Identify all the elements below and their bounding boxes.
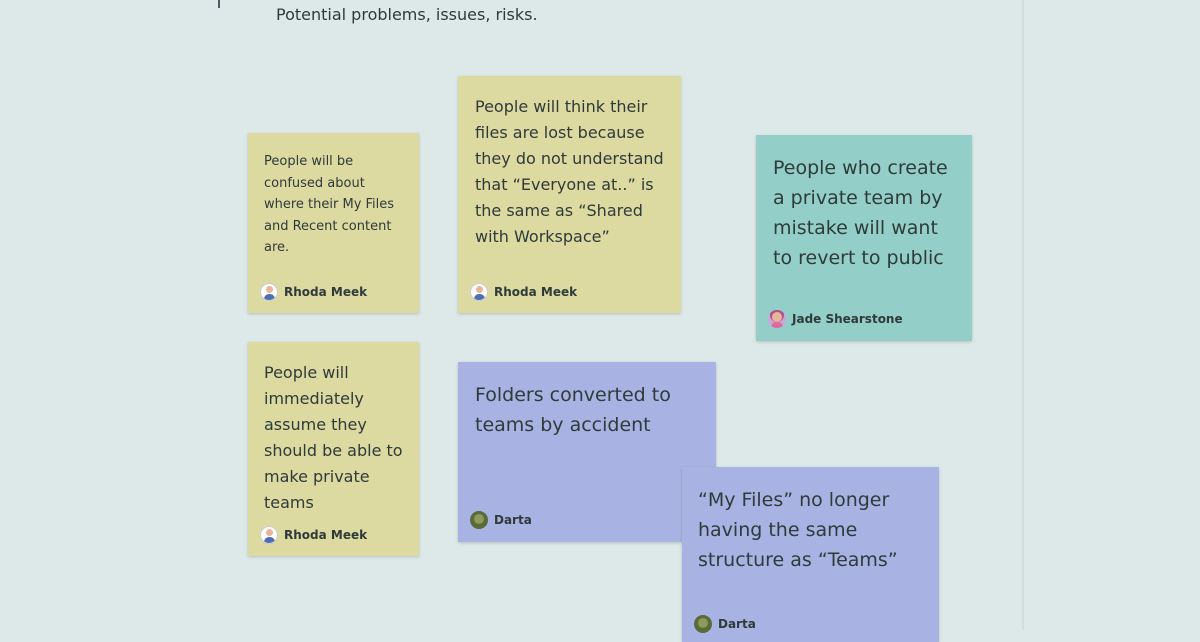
note-author: Jade Shearstone	[768, 310, 903, 328]
sticky-note[interactable]: “My Files” no longer having the same str…	[682, 467, 939, 642]
author-name: Darta	[494, 513, 532, 527]
note-author: Rhoda Meek	[470, 283, 577, 301]
sticky-note[interactable]: People will immediately assume they shou…	[248, 342, 419, 556]
sticky-note-text: People will think their files are lost b…	[475, 97, 664, 246]
author-name: Rhoda Meek	[494, 285, 578, 299]
sticky-note-text: People will be confused about where thei…	[264, 154, 395, 255]
note-author: Darta	[470, 511, 532, 529]
author-name: Jade Shearstone	[792, 312, 903, 326]
sticky-note[interactable]: People will think their files are lost b…	[458, 76, 681, 313]
avatar	[470, 283, 488, 301]
sticky-note[interactable]: People will be confused about where thei…	[248, 133, 419, 313]
sticky-note-text: People will immediately assume they shou…	[264, 363, 403, 512]
sticky-note-text: Folders converted to teams by accident	[475, 384, 671, 436]
author-name: Rhoda Meek	[284, 285, 368, 299]
section-subtitle: Potential problems, issues, risks.	[276, 5, 538, 24]
board-edge-marker	[218, 0, 220, 8]
note-author: Rhoda Meek	[260, 526, 367, 544]
avatar	[768, 310, 786, 328]
avatar	[260, 526, 278, 544]
author-name: Darta	[718, 617, 756, 631]
sticky-note-text: “My Files” no longer having the same str…	[698, 489, 898, 571]
avatar	[470, 511, 488, 529]
avatar	[694, 615, 712, 633]
note-author: Rhoda Meek	[260, 283, 367, 301]
sticky-note[interactable]: People who create a private team by mist…	[756, 135, 972, 341]
sticky-note[interactable]: Folders converted to teams by accident D…	[458, 362, 716, 542]
sticky-note-text: People who create a private team by mist…	[773, 157, 948, 269]
author-name: Rhoda Meek	[284, 528, 368, 542]
board-frame-border	[1022, 0, 1024, 630]
avatar	[260, 283, 278, 301]
note-author: Darta	[694, 615, 756, 633]
